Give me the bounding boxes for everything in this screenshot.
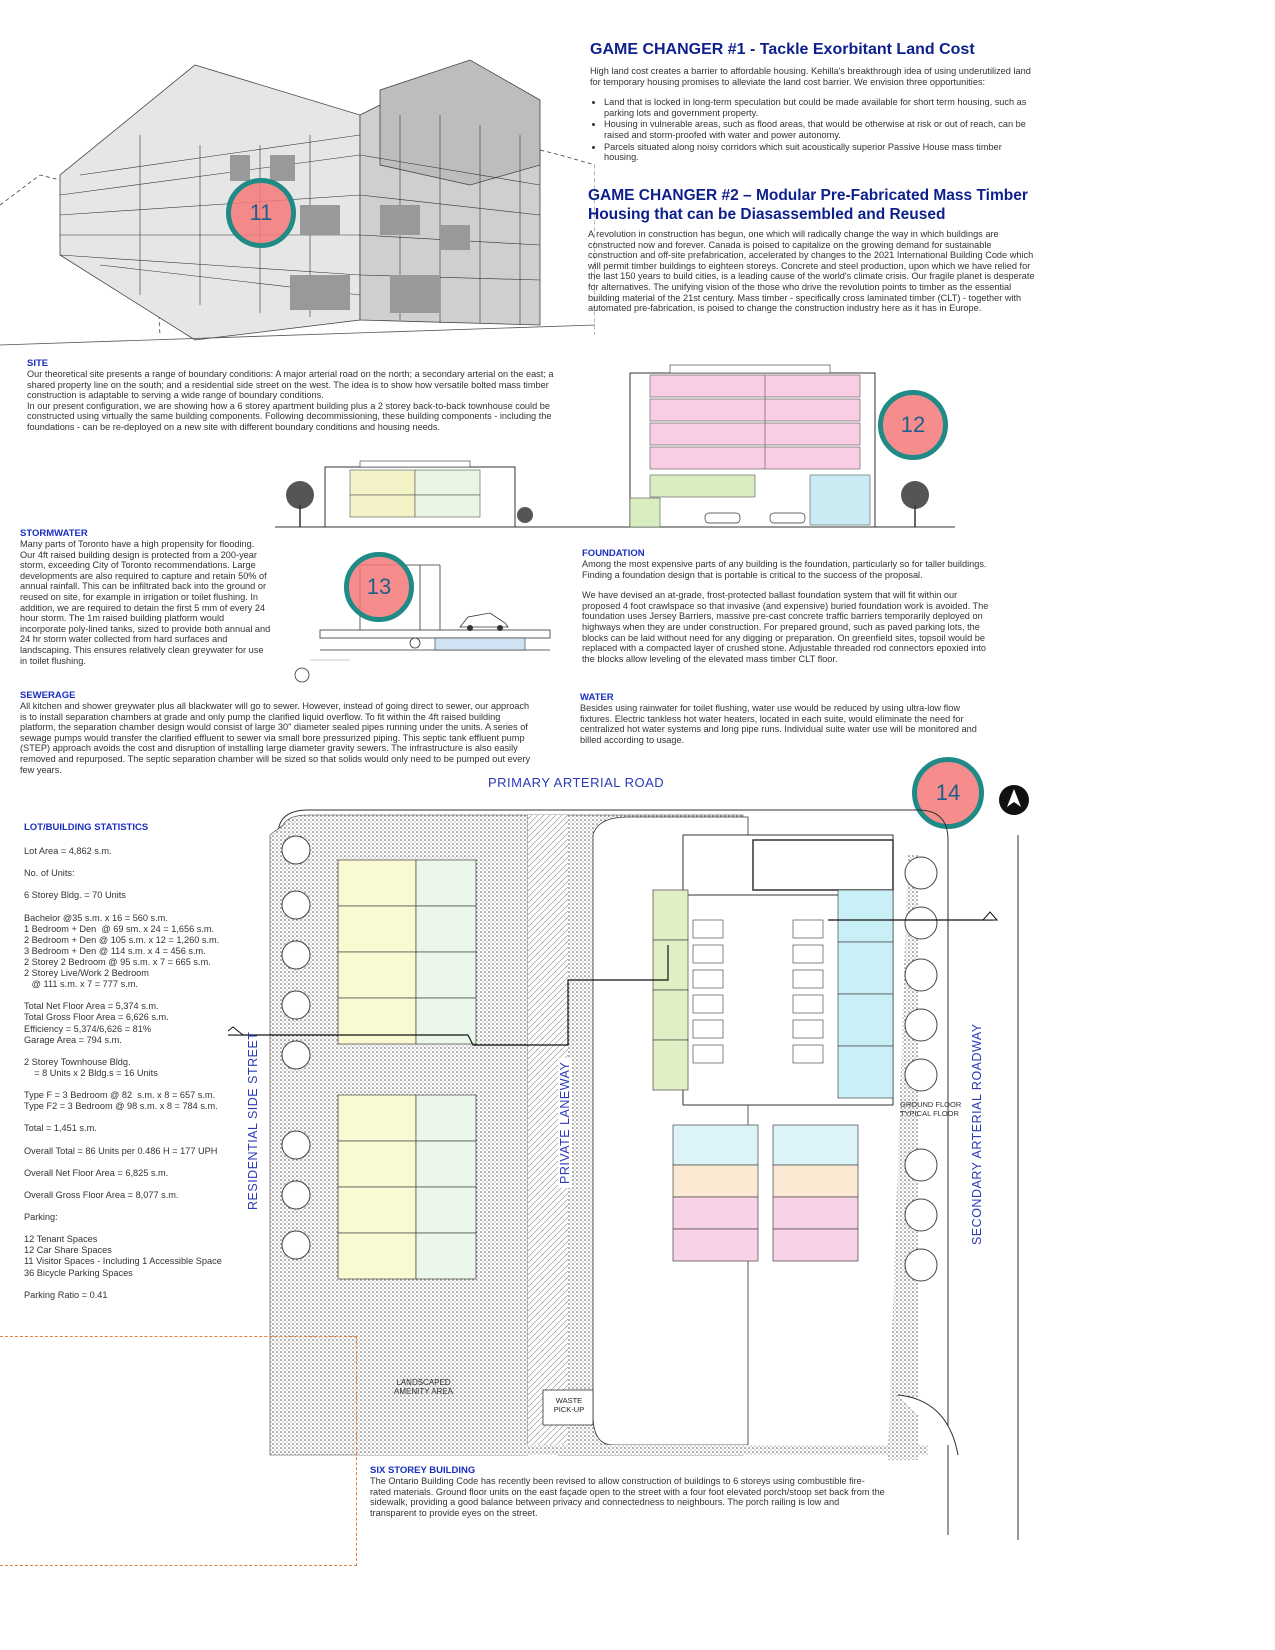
foundation-p1: Among the most expensive parts of any bu… — [582, 559, 987, 580]
marker-13: 13 — [344, 552, 414, 622]
game-changer-2: GAME CHANGER #2 – Modular Pre-Fabricated… — [588, 186, 1038, 314]
blank-frame — [0, 1336, 357, 1566]
stats-line: Overall Gross Floor Area = 8,077 s.m. — [24, 1189, 179, 1200]
list-item: Parcels situated along noisy corridors w… — [604, 142, 1035, 163]
list-item: Housing in vulnerable areas, such as flo… — [604, 119, 1035, 140]
sewerage-body: All kitchen and shower greywater plus al… — [20, 701, 531, 775]
stats-line: Overall Net Floor Area = 6,825 s.m. — [24, 1167, 169, 1178]
marker-11-label: 11 — [249, 200, 273, 225]
stats-line — [24, 990, 254, 1001]
ground-floor-label: GROUND FLOOR — [900, 1100, 962, 1109]
stats-line — [24, 1112, 254, 1123]
stats-line — [24, 1179, 254, 1190]
stats-line: 1 Bedroom + Den @ 69 sm. x 24 = 1,656 s.… — [24, 923, 215, 934]
six-storey-heading: SIX STOREY BUILDING — [370, 1465, 476, 1476]
north-arrow-icon — [997, 783, 1031, 817]
typical-floor-label: TYPICAL FLOOR — [900, 1109, 959, 1118]
stats-line — [24, 1201, 254, 1212]
stats-line: 11 Visitor Spaces - Including 1 Accessib… — [24, 1256, 222, 1267]
stats-line: 2 Storey 2 Bedroom @ 95 s.m. x 7 = 665 s… — [24, 956, 211, 967]
game-changer-2-title: GAME CHANGER #2 – Modular Pre-Fabricated… — [588, 187, 1028, 223]
marker-12-label: 12 — [900, 412, 926, 437]
stats-line — [24, 1279, 254, 1290]
stats-line: 12 Tenant Spaces — [24, 1234, 98, 1245]
stormwater-detail-drawing — [290, 555, 560, 685]
stats-line: = 8 Units x 2 Bldg.s = 16 Units — [24, 1067, 158, 1078]
stats-line: 2 Storey Townhouse Bldg. — [24, 1056, 131, 1067]
stormwater-body: Many parts of Toronto have a high propen… — [20, 539, 271, 666]
stats-line: No. of Units: — [24, 868, 75, 879]
game-changer-1-list: Land that is locked in long-term specula… — [590, 97, 1035, 163]
building-perspective-sketch — [0, 55, 596, 350]
site-plan — [221, 795, 1028, 1555]
stats-line: Total Gross Floor Area = 6,626 s.m. — [24, 1012, 169, 1023]
stats-line: 2 Bedroom + Den @ 105 s.m. x 12 = 1,260 … — [24, 934, 220, 945]
six-storey-body: The Ontario Building Code has recently b… — [370, 1476, 885, 1518]
foundation-heading: FOUNDATION — [582, 548, 645, 559]
sewerage-heading: SEWERAGE — [20, 690, 76, 701]
stats-line: Efficiency = 5,374/6,626 = 81% — [24, 1023, 152, 1034]
stats-line: Bachelor @35 s.m. x 16 = 560 s.m. — [24, 912, 168, 923]
stats-lines: Lot Area = 4,862 s.m. No. of Units: 6 Stor… — [24, 846, 254, 1301]
game-changer-1-intro: High land cost creates a barrier to affo… — [590, 66, 1031, 87]
sewerage-section: SEWERAGE All kitchen and shower greywate… — [20, 690, 535, 775]
site-p1: Our theoretical site presents a range of… — [27, 369, 554, 401]
marker-11: 11 — [226, 178, 296, 248]
foundation-section: FOUNDATION Among the most expensive part… — [582, 548, 992, 664]
stats-line: Total Net Floor Area = 5,374 s.m. — [24, 1001, 159, 1012]
water-section: WATER Besides using rainwater for toilet… — [580, 692, 990, 745]
stats-line: Total = 1,451 s.m. — [24, 1123, 97, 1134]
site-section: SITE Our theoretical site presents a ran… — [27, 358, 582, 433]
stats-line: 36 Bicycle Parking Spaces — [24, 1267, 133, 1278]
stats-line — [24, 879, 254, 890]
primary-arterial-road-label: PRIMARY ARTERIAL ROAD — [488, 775, 665, 790]
amenity-area-label: LANDSCAPED AMENITY AREA — [394, 1378, 453, 1396]
stats-line: 3 Bedroom + Den @ 114 s.m. x 4 = 456 s.m… — [24, 945, 206, 956]
private-laneway-label: PRIVATE LANEWAY — [558, 1057, 572, 1188]
stats-line: 6 Storey Bldg. = 70 Units — [24, 890, 126, 901]
stats-line — [24, 1079, 254, 1090]
stats-heading: LOT/BUILDING STATISTICS — [24, 822, 149, 833]
marker-14: 14 — [912, 757, 984, 829]
water-heading: WATER — [580, 692, 614, 703]
game-changer-1: GAME CHANGER #1 - Tackle Exorbitant Land… — [590, 40, 1035, 164]
stats-line: Type F2 = 3 Bedroom @ 98 s.m. x 8 = 784 … — [24, 1101, 218, 1112]
six-storey-section: SIX STOREY BUILDING The Ontario Building… — [370, 1465, 885, 1519]
building-section-drawing — [275, 355, 955, 535]
marker-13-label: 13 — [366, 574, 392, 599]
stormwater-heading: STORMWATER — [20, 528, 88, 539]
stats-line: 2 Storey Live/Work 2 Bedroom — [24, 968, 149, 979]
stats-line: Lot Area = 4,862 s.m. — [24, 846, 112, 856]
stats-line — [24, 1046, 254, 1057]
list-item: Land that is locked in long-term specula… — [604, 97, 1035, 118]
stats-line: 12 Car Share Spaces — [24, 1245, 112, 1256]
waste-pickup-label: WASTE PICK-UP — [553, 1396, 585, 1414]
site-p2: In our present configuration, we are sho… — [27, 400, 552, 432]
stats-line: Parking Ratio = 0.41 — [24, 1289, 108, 1300]
stats-line: @ 111 s.m. x 7 = 777 s.m. — [24, 979, 138, 990]
secondary-arterial-roadway-label: SECONDARY ARTERIAL ROADWAY — [970, 1023, 984, 1245]
stats-line: Type F = 3 Bedroom @ 82 s.m. x 8 = 657 s… — [24, 1090, 216, 1101]
stats-line — [24, 1157, 254, 1168]
stats-line — [24, 1223, 254, 1234]
water-body: Besides using rainwater for toilet flush… — [580, 703, 977, 745]
marker-12: 12 — [878, 390, 948, 460]
stormwater-section: STORMWATER Many parts of Toronto have a … — [20, 528, 272, 666]
stats-line — [24, 857, 254, 868]
lot-building-statistics: LOT/BUILDING STATISTICS Lot Area = 4,862… — [24, 822, 254, 1301]
stats-line: Parking: — [24, 1212, 58, 1223]
game-changer-1-title: GAME CHANGER #1 - Tackle Exorbitant Land… — [590, 41, 975, 58]
game-changer-2-body: A revolution in construction has begun, … — [588, 229, 1035, 314]
stats-line — [24, 901, 254, 912]
stats-line: Garage Area = 794 s.m. — [24, 1034, 122, 1045]
stats-line: Overall Total = 86 Units per 0.486 H = 1… — [24, 1145, 218, 1156]
site-heading: SITE — [27, 358, 49, 369]
marker-14-label: 14 — [935, 780, 961, 805]
stats-line — [24, 1134, 254, 1145]
foundation-p2: We have devised an at-grade, frost-prote… — [582, 590, 989, 664]
